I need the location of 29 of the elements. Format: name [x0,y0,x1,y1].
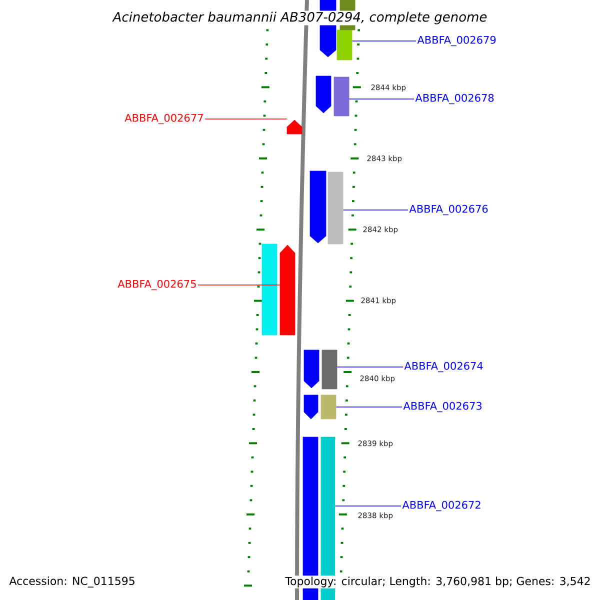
title: Acinetobacter baumannii AB307-0294, complete genome [112,10,488,26]
gene-bar [328,172,344,244]
accession-text: Accession: NC_011595 [9,576,134,588]
topology-text: Topology: circular; Length: 3,760,981 bp; Genes: 3,542 [284,576,592,588]
leader-line [336,406,402,408]
gene-label: ABBFA_002679 [417,36,496,46]
gene-bar [322,350,338,390]
gene-bar [310,170,326,244]
gene-bar [336,30,352,60]
gene-label: ABBFA_002677 [124,114,203,124]
gene-bar [334,76,350,116]
gene-label: ABBFA_002678 [415,94,494,104]
gene-bar [286,120,302,134]
leader-line [352,40,416,42]
gene-label: ABBFA_002675 [118,280,196,290]
leader-line [336,366,404,368]
gene-label: ABBFA_002676 [409,204,488,216]
gene-bar [304,394,318,420]
gene-bar [320,394,336,420]
gene-bar [304,350,320,388]
gene-label: ABBFA_002672 [402,500,480,512]
leader-line [198,284,280,286]
leader-line [348,98,414,100]
gene-label: ABBFA_002674 [404,362,483,372]
gene-bar [280,244,296,336]
gene-bar [262,244,278,336]
gene-label: ABBFA_002673 [403,402,482,412]
gene-bar [316,76,332,114]
leader-line [204,118,288,120]
